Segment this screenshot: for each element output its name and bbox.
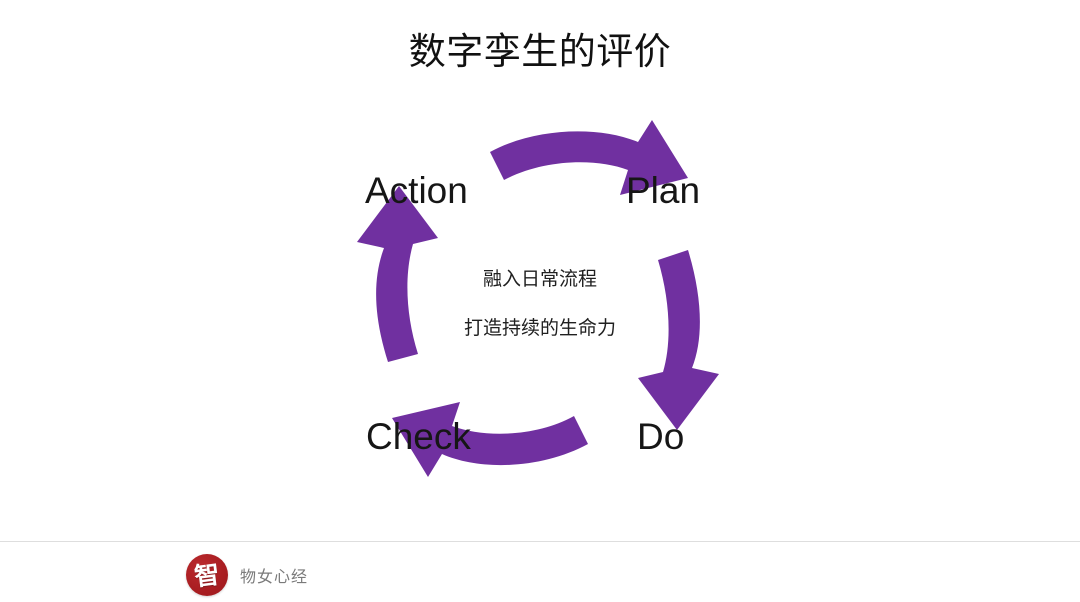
center-text-line-2: 打造持续的生命力 [463,318,616,339]
brand-logo-icon: 智 [186,554,228,596]
arrow-do-to-check-icon [392,402,588,477]
pdca-cycle-diagram [300,100,780,520]
arrow-plan-to-do-icon [638,250,719,430]
footer-divider [0,541,1080,542]
center-text-line-1: 融入日常流程 [482,269,597,290]
page-title: 数字孪生的评价 [408,31,672,72]
arrow-action-to-plan-icon [490,120,688,195]
footer-brand: 智 物女心经 [186,554,308,596]
stage-label-action: Action [365,170,468,211]
arrow-check-to-action-icon [357,186,438,362]
brand-name-label: 物女心经 [240,569,309,586]
brand-logo-glyph: 智 [192,559,222,591]
cycle-center-text: 融入日常流程 打造持续的生命力 [390,268,690,340]
stage-label-check: Check [366,416,471,457]
stage-label-plan: Plan [626,170,701,211]
stage-label-do: Do [637,416,685,457]
